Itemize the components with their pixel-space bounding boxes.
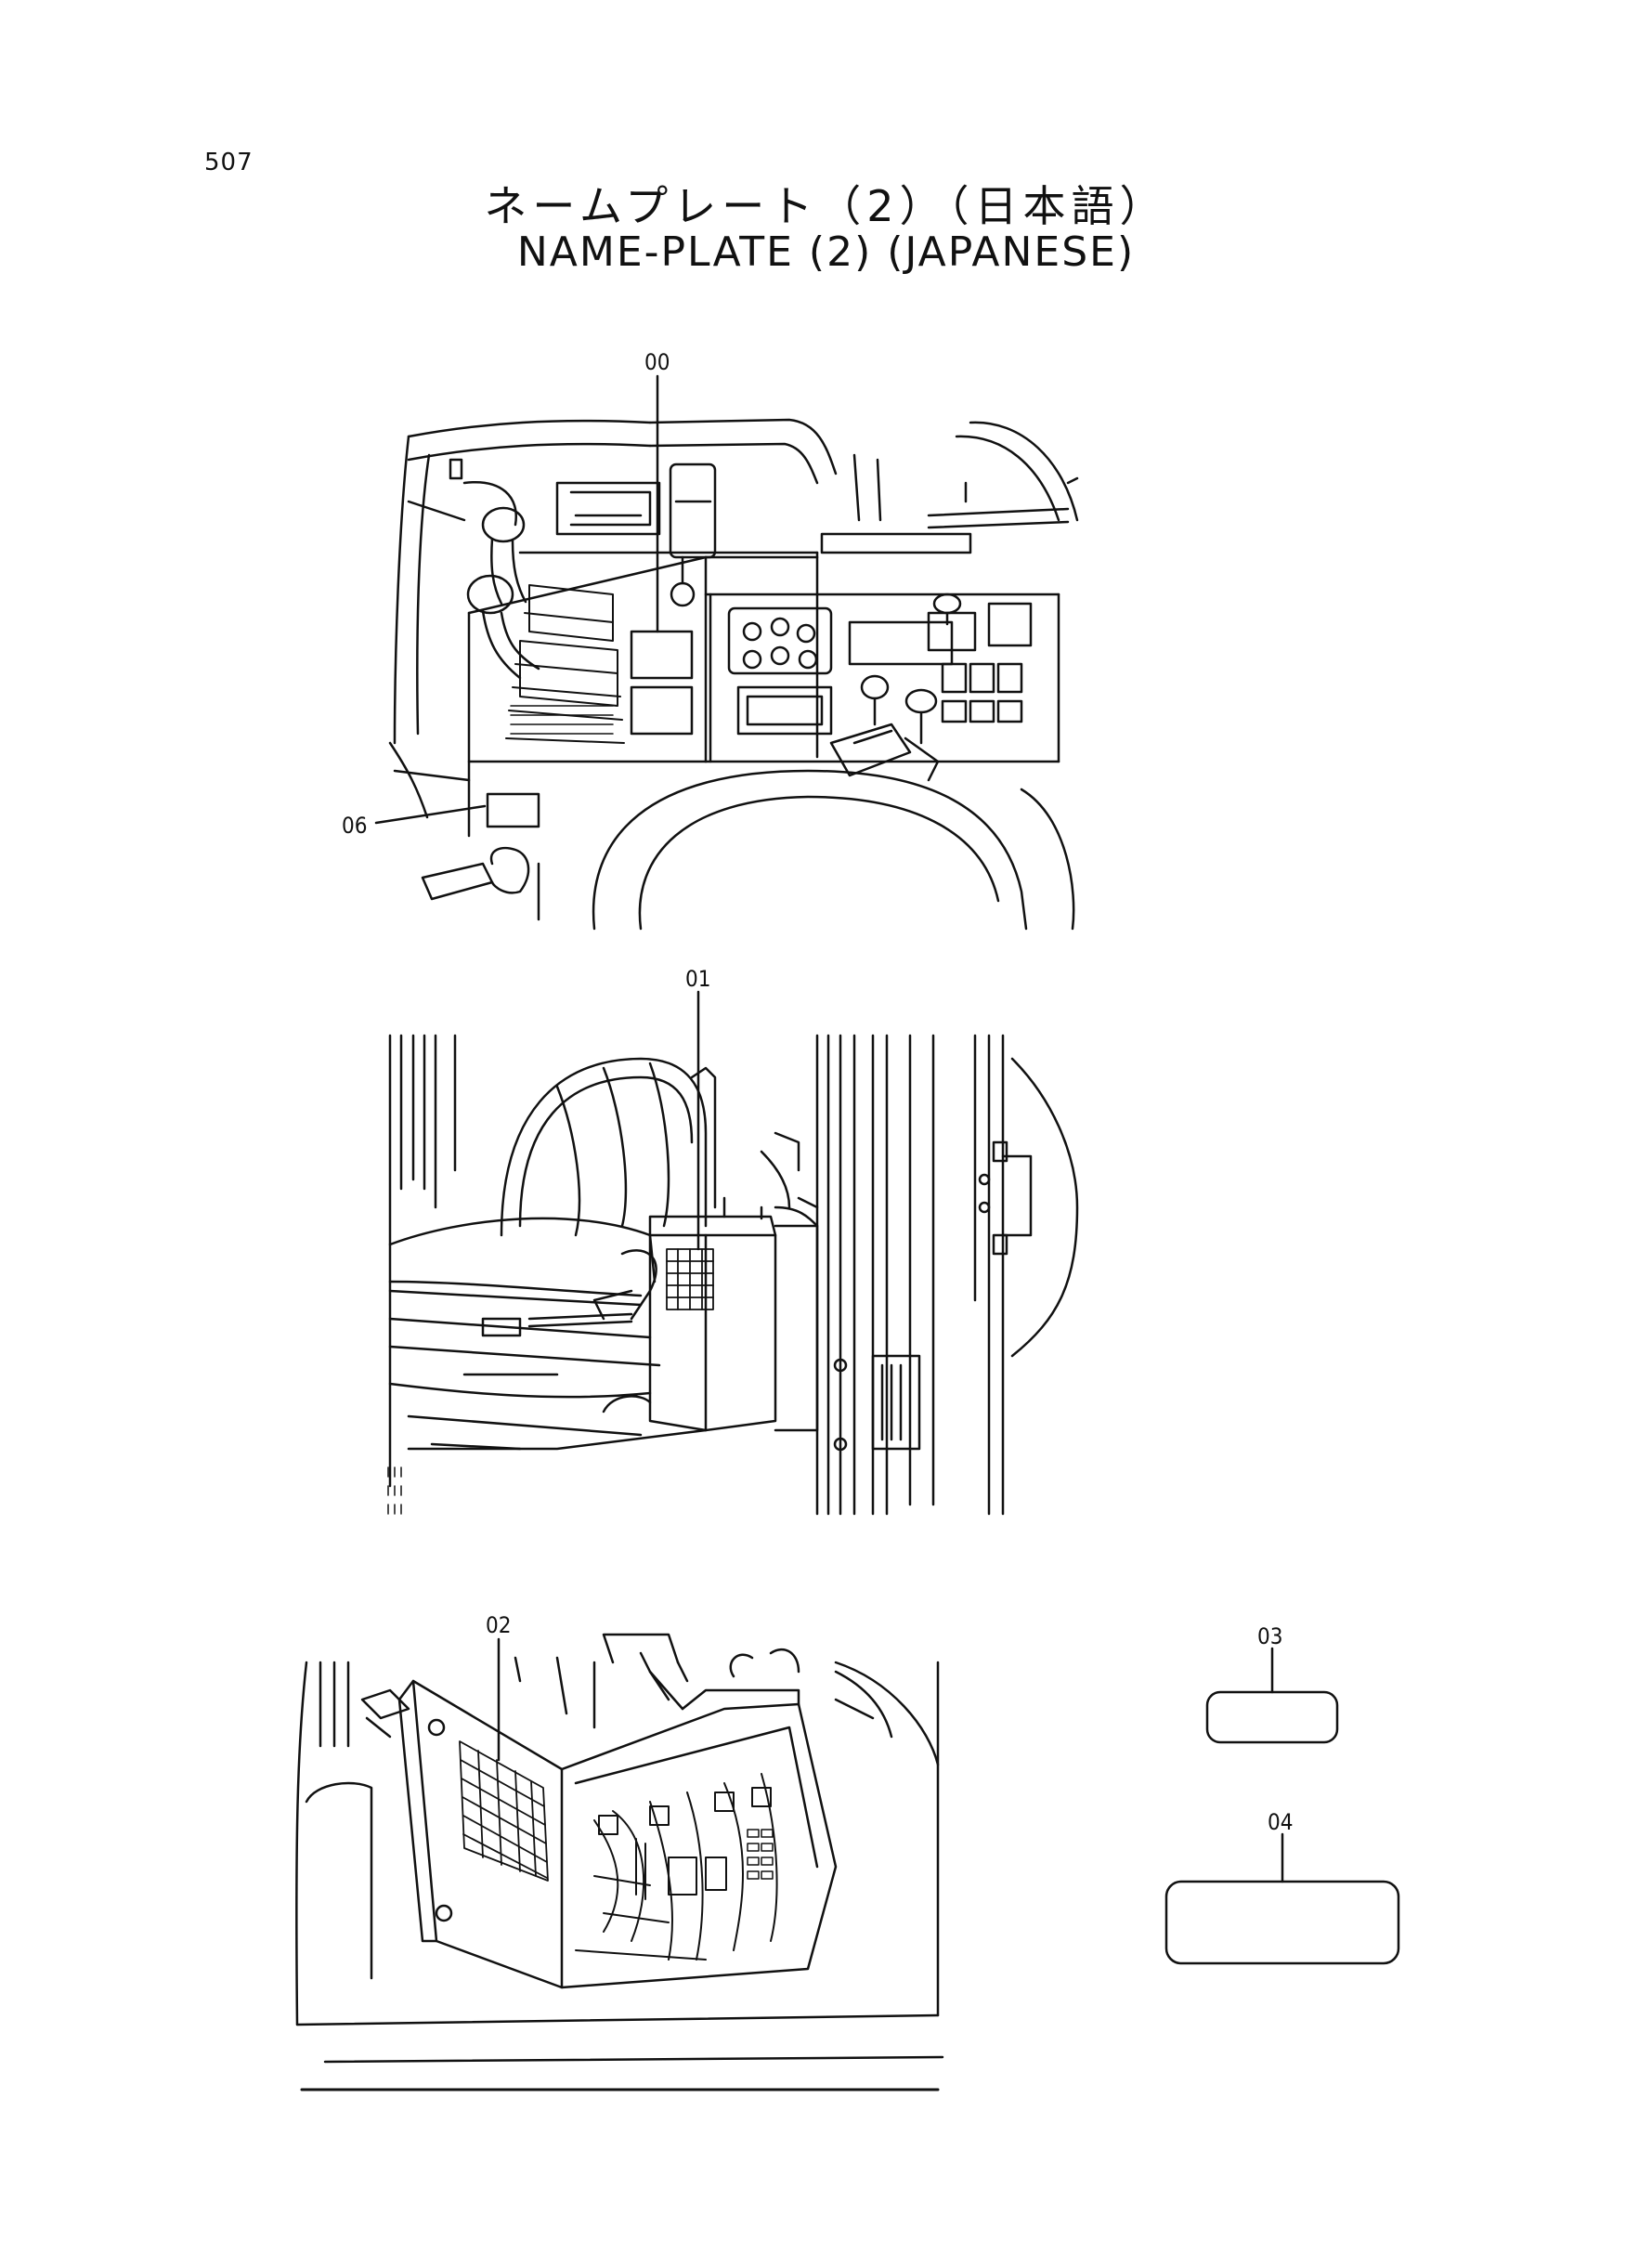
figure-fuse-box bbox=[295, 1633, 944, 2091]
plate-06-marker bbox=[486, 792, 540, 828]
plate-01-grid bbox=[666, 1248, 714, 1310]
callout-01: 01 bbox=[685, 966, 711, 992]
callout-03: 03 bbox=[1257, 1623, 1283, 1649]
callout-04: 04 bbox=[1268, 1809, 1294, 1835]
callout-00: 00 bbox=[644, 349, 670, 375]
title-japanese: ネームプレート（2）（日本語） bbox=[484, 181, 1168, 231]
page-number: 507 bbox=[204, 149, 254, 176]
plate-02-grid bbox=[459, 1740, 549, 1882]
callout-02: 02 bbox=[486, 1612, 512, 1638]
plate-04 bbox=[1164, 1832, 1400, 1965]
figure-seat-pillar bbox=[387, 990, 1079, 1516]
plate-03 bbox=[1205, 1647, 1339, 1744]
figure-control-console bbox=[374, 374, 1079, 931]
title-english: NAME-PLATE (2) (JAPANESE) bbox=[516, 228, 1136, 276]
callout-06: 06 bbox=[342, 813, 368, 839]
